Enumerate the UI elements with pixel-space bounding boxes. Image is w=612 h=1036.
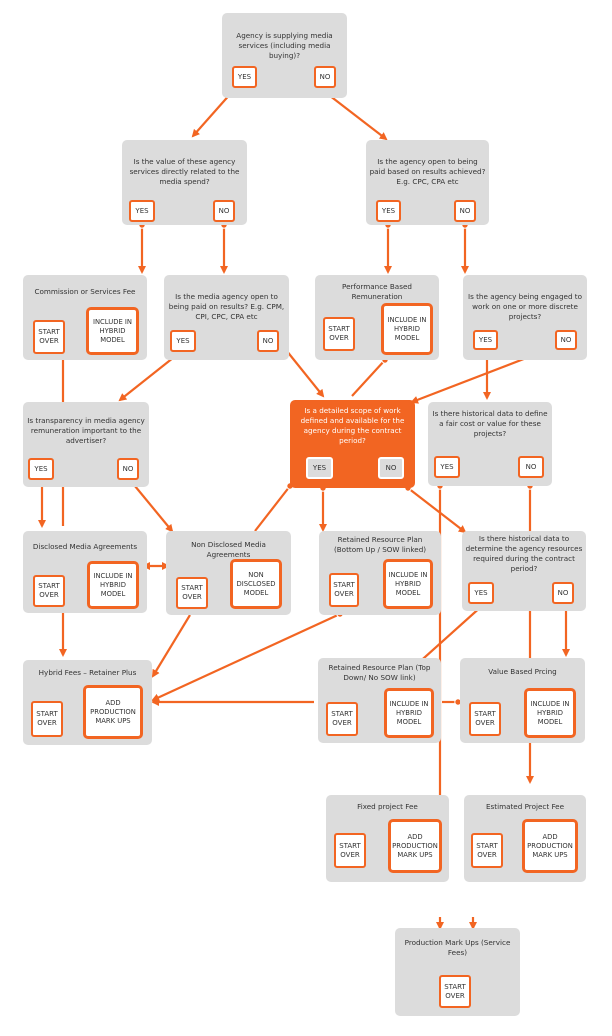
node-media-supply: Agency is supplying media services (incl… [222, 13, 347, 98]
node-discrete-projects: Is the agency being engaged to work on o… [463, 275, 587, 360]
start-over-button[interactable]: START OVER [439, 975, 471, 1008]
include-hybrid-button[interactable]: INCLUDE IN HYBRID MODEL [384, 688, 434, 738]
edge-performance-scope [351, 359, 386, 397]
yes-button[interactable]: YES [468, 582, 494, 604]
node-title: Fixed project Fee [357, 802, 418, 811]
node-hybrid-fees: Hybrid Fees – Retainer Plus START OVER A… [23, 660, 152, 745]
node-title: Retained Resource Plan (Top Down/ No SOW… [328, 663, 431, 682]
node-non-disclosed-media: Non Disclosed Media Agreements START OVE… [166, 531, 291, 615]
node-results-open: Is the agency open to being paid based o… [366, 140, 489, 225]
node-disclosed-media: Disclosed Media Agreements START OVER IN… [23, 531, 147, 613]
node-estimated-project: Estimated Project Fee START OVER ADD PRO… [464, 795, 586, 882]
yes-button[interactable]: YES [28, 458, 54, 480]
node-historical-cost: Is there historical data to define a fai… [428, 402, 552, 486]
yes-button[interactable]: YES [232, 66, 257, 88]
node-retained-bottom-up: Retained Resource Plan (Bottom Up / SOW … [319, 531, 441, 615]
node-title: Performance Based Remuneration [342, 282, 412, 301]
node-value-based: Value Based Prcing START OVER INCLUDE IN… [460, 658, 585, 743]
add-production-button[interactable]: ADD PRODUCTION MARK UPS [522, 819, 578, 873]
non-disclosed-model-button[interactable]: NON DISCLOSED MODEL [230, 559, 282, 609]
start-over-button[interactable]: START OVER [469, 702, 501, 736]
node-title: Disclosed Media Agreements [32, 542, 138, 551]
yes-button[interactable]: YES [170, 330, 196, 352]
include-hybrid-button[interactable]: INCLUDE IN HYBRID MODEL [86, 307, 139, 355]
start-over-button[interactable]: START OVER [323, 317, 355, 351]
edge-supply-yes [191, 91, 233, 138]
node-title: Value Based Prcing [488, 667, 557, 676]
no-button[interactable]: NO [518, 456, 544, 478]
start-over-button[interactable]: START OVER [176, 577, 208, 609]
node-commission-fee: Commission or Services Fee START OVER IN… [23, 275, 147, 360]
edge-nondisclosed-hybrid [151, 614, 191, 678]
no-button[interactable]: NO [117, 458, 139, 480]
start-over-button[interactable]: START OVER [329, 573, 359, 607]
node-production-mark-ups: Production Mark Ups (Service Fees) START… [395, 928, 520, 1016]
edge-supply-no [324, 91, 388, 141]
node-historical-resources: Is there historical data to determine th… [462, 531, 586, 611]
no-button[interactable]: NO [257, 330, 279, 352]
no-button[interactable]: NO [213, 200, 235, 222]
node-media-results: Is the media agency open to being paid o… [164, 275, 289, 360]
no-button[interactable]: NO [378, 457, 404, 479]
node-title: Is there historical data to define a fai… [432, 409, 548, 438]
edge-transparency-no [129, 479, 174, 533]
node-fixed-project: Fixed project Fee START OVER ADD PRODUCT… [326, 795, 449, 882]
node-scope-of-work: Is a detailed scope of work defined and … [290, 400, 415, 488]
node-title: Is a detailed scope of work defined and … [300, 406, 405, 445]
start-over-button[interactable]: START OVER [471, 833, 503, 868]
no-button[interactable]: NO [552, 582, 574, 604]
node-title: Is transparency in media agency remunera… [27, 416, 145, 445]
yes-button[interactable]: YES [434, 456, 460, 478]
node-title: Is there historical data to determine th… [465, 534, 583, 573]
add-production-button[interactable]: ADD PRODUCTION MARK UPS [388, 819, 442, 873]
start-over-button[interactable]: START OVER [326, 702, 358, 736]
node-title: Agency is supplying media services (incl… [236, 31, 333, 60]
node-title: Is the agency being engaged to work on o… [467, 292, 583, 321]
include-hybrid-button[interactable]: INCLUDE IN HYBRID MODEL [383, 559, 433, 609]
add-production-button[interactable]: ADD PRODUCTION MARK UPS [83, 685, 143, 739]
include-hybrid-button[interactable]: INCLUDE IN HYBRID MODEL [524, 688, 576, 738]
include-hybrid-button[interactable]: INCLUDE IN HYBRID MODEL [381, 303, 433, 355]
node-title: Production Mark Ups (Service Fees) [404, 938, 511, 957]
start-over-button[interactable]: START OVER [33, 575, 65, 607]
no-button[interactable]: NO [555, 330, 577, 350]
start-over-button[interactable]: START OVER [334, 833, 366, 868]
node-transparency: Is transparency in media agency remunera… [23, 402, 149, 487]
node-performance-based: Performance Based Remuneration START OVE… [315, 275, 439, 360]
edge-retainedbu-hybrid [151, 613, 341, 702]
node-title: Is the agency open to being paid based o… [369, 157, 486, 186]
yes-button[interactable]: YES [306, 457, 333, 479]
include-hybrid-button[interactable]: INCLUDE IN HYBRID MODEL [87, 561, 139, 609]
node-title: Retained Resource Plan (Bottom Up / SOW … [333, 535, 427, 554]
edge-media-results-no [285, 349, 325, 398]
start-over-button[interactable]: START OVER [33, 320, 65, 354]
node-retained-top-down: Retained Resource Plan (Top Down/ No SOW… [318, 658, 441, 743]
node-value-related: Is the value of these agency services di… [122, 140, 247, 225]
node-title: Commission or Services Fee [34, 287, 136, 296]
no-button[interactable]: NO [314, 66, 336, 88]
yes-button[interactable]: YES [473, 330, 498, 350]
node-title: Non Disclosed Media Agreements [191, 540, 266, 559]
yes-button[interactable]: YES [376, 200, 401, 222]
edge-scope-no [407, 487, 467, 534]
node-title: Estimated Project Fee [485, 802, 565, 811]
start-over-button[interactable]: START OVER [31, 701, 63, 737]
edge-scope-nondisclosed [254, 485, 291, 532]
no-button[interactable]: NO [454, 200, 476, 222]
node-title: Is the media agency open to being paid o… [168, 292, 285, 321]
node-title: Hybrid Fees – Retainer Plus [38, 668, 137, 677]
yes-button[interactable]: YES [129, 200, 155, 222]
node-title: Is the value of these agency services di… [129, 157, 240, 186]
